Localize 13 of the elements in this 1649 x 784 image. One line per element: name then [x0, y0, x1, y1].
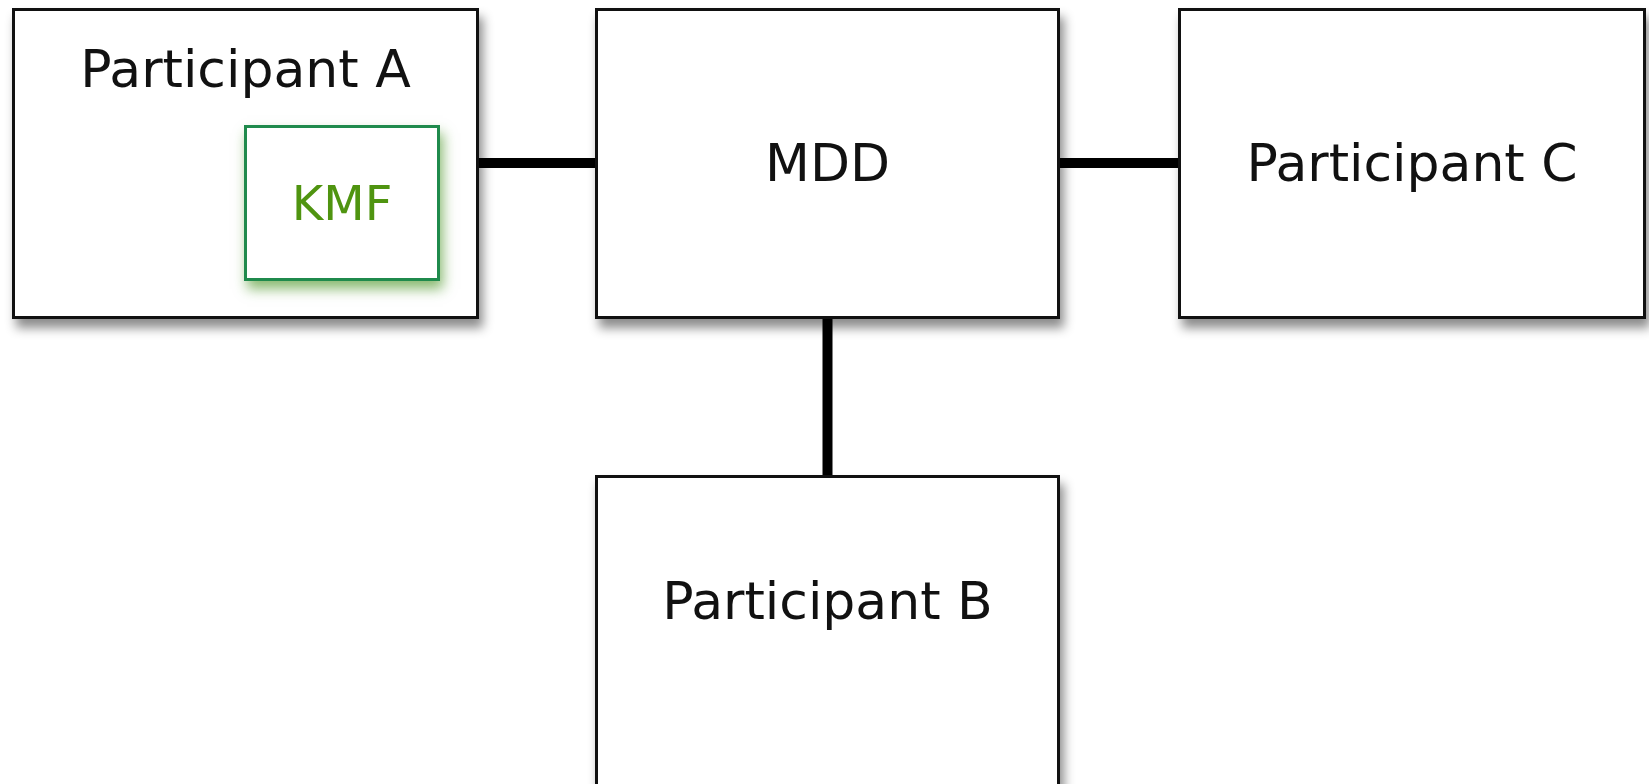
- participant-box: [12, 8, 479, 319]
- participant-box: [595, 475, 1060, 784]
- node-label: Participant C: [1246, 134, 1578, 193]
- connector-line: [479, 158, 595, 168]
- node-label: Participant A: [80, 41, 411, 99]
- participant-box: [1178, 8, 1646, 319]
- node-label: Participant B: [662, 573, 993, 631]
- node-label: KMF: [291, 176, 393, 230]
- node-label: MDD: [765, 134, 890, 193]
- participant-box: [595, 8, 1060, 319]
- connector-line: [822, 319, 833, 475]
- connector-line: [1060, 158, 1178, 168]
- component-box: [244, 125, 440, 281]
